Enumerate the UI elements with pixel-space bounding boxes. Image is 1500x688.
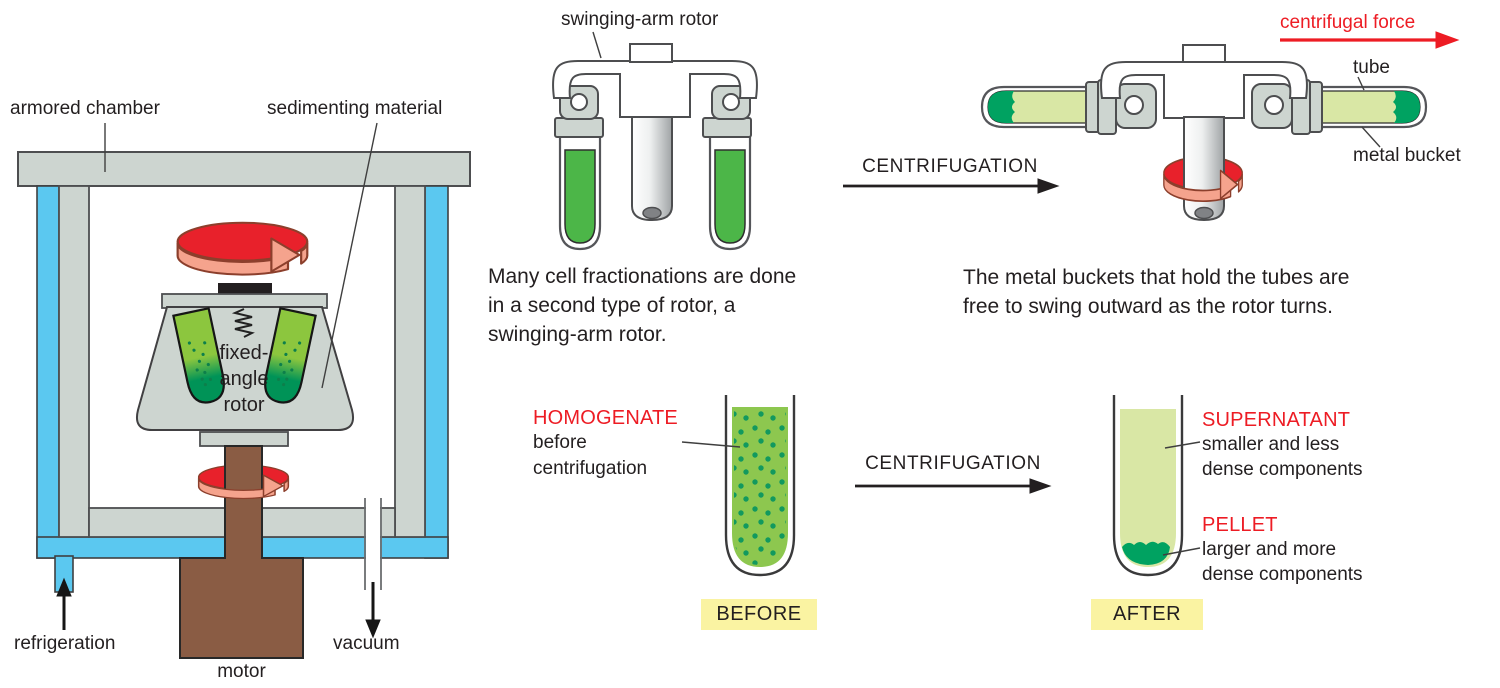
swinging-arm-rotor-label: swinging-arm rotor <box>561 9 719 30</box>
rotor-tube-right <box>264 306 317 404</box>
swinging-arm-caption: Many cell fractionations are done in a s… <box>488 265 797 346</box>
chamber-lid <box>17 151 471 187</box>
swinging-arm-rotor-graphic <box>552 43 758 251</box>
suspended-particles <box>734 411 786 565</box>
vacuum-arrow-icon <box>365 582 381 639</box>
swung-tube-right <box>1310 85 1428 129</box>
vacuum-pipe <box>364 498 382 590</box>
motor-label: motor <box>217 661 266 682</box>
spring-icon <box>231 308 255 338</box>
pellet-sediment <box>1122 541 1170 565</box>
after-tube-graphic <box>1112 395 1184 577</box>
shaft-tip <box>1194 206 1214 220</box>
pivot-hole-left <box>1124 95 1144 115</box>
fixed-angle-centrifuge-graphic <box>17 151 471 659</box>
sedimenting-material-label: sedimenting material <box>267 98 443 119</box>
spinning-rotor-graphic <box>980 44 1428 222</box>
centrifugation-arrow-top <box>843 178 1060 194</box>
refrigeration-label: refrigeration <box>14 633 116 654</box>
refrigeration-arrow-icon <box>56 577 72 630</box>
rotor-shaft <box>631 116 673 222</box>
before-badge: BEFORE <box>701 599 817 630</box>
fixed-angle-rotor-label: fixed- angle rotor <box>219 342 269 416</box>
centrifugation-label-top: CENTRIFUGATION <box>862 156 1038 177</box>
before-tube-graphic <box>724 395 796 577</box>
drive-shaft-and-motor <box>179 445 304 659</box>
rotor-top-tab <box>1182 44 1226 63</box>
pellet-title: PELLET <box>1202 514 1278 536</box>
pointer-lines <box>104 31 1381 556</box>
pivot-hole-left <box>570 93 588 111</box>
pivot-hole-right <box>1264 95 1284 115</box>
hanging-tube-left <box>558 137 602 251</box>
centrifugation-label-bottom: CENTRIFUGATION <box>865 453 1041 474</box>
rotor-yoke <box>1100 61 1308 119</box>
pivot-hole-right <box>722 93 740 111</box>
metal-bucket-label: metal bucket <box>1353 145 1461 166</box>
tube-label: tube <box>1353 57 1390 78</box>
pellet-subtitle: larger and more dense components <box>1202 539 1363 585</box>
rotor-top-tab <box>629 43 673 63</box>
centrifugation-arrow-bottom <box>855 478 1052 494</box>
armored-chamber-label: armored chamber <box>10 98 160 119</box>
rotor-yoke <box>552 60 758 118</box>
homogenate-subtitle: before centrifugation <box>533 432 648 479</box>
metal-buckets-caption: The metal buckets that hold the tubes ar… <box>963 266 1350 318</box>
shaft-tip <box>642 206 662 220</box>
swung-tube-left <box>980 85 1098 129</box>
vacuum-label: vacuum <box>333 633 400 654</box>
centrifugal-force-arrow <box>1280 31 1460 49</box>
supernatant-subtitle: smaller and less dense components <box>1202 434 1363 480</box>
hanging-tube-right <box>708 137 752 251</box>
rotor-tube-left <box>172 306 225 404</box>
homogenate-title: HOMOGENATE <box>533 407 678 429</box>
after-badge: AFTER <box>1091 599 1203 630</box>
rotor-cap <box>218 283 272 296</box>
refrigerant-jacket <box>36 185 449 593</box>
supernatant-liquid <box>1120 409 1176 567</box>
supernatant-title: SUPERNATANT <box>1202 409 1351 431</box>
centrifugal-force-label: centrifugal force <box>1280 12 1416 33</box>
